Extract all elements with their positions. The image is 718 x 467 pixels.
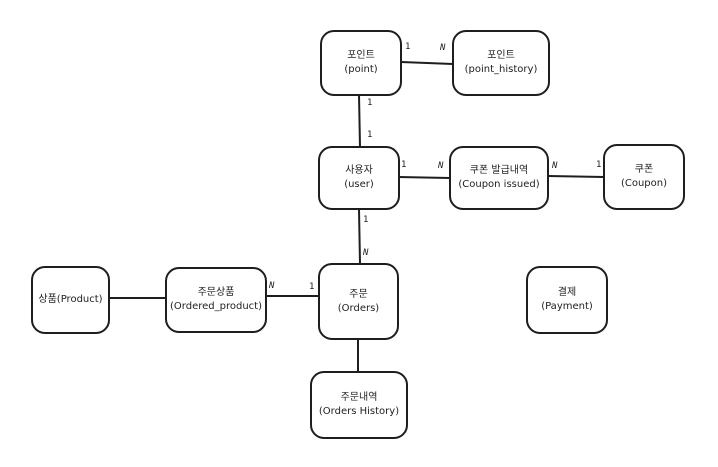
entity-point-history-subtitle: (point_history) bbox=[464, 64, 538, 75]
entity-orders-history[interactable]: 주문내역 (Orders History) bbox=[310, 371, 408, 439]
cardinality-label: N bbox=[552, 161, 558, 171]
cardinality-label: 1 bbox=[309, 282, 315, 292]
cardinality-label: 1 bbox=[367, 130, 373, 140]
entity-product[interactable]: 상품(Product) bbox=[31, 266, 110, 334]
entity-orders-history-name: 주문내역 bbox=[340, 392, 378, 403]
entity-payment-subtitle: (Payment) bbox=[541, 301, 593, 312]
entity-payment-name: 결제 bbox=[557, 287, 577, 298]
entity-coupon[interactable]: 쿠폰 (Coupon) bbox=[603, 144, 685, 210]
entity-orders-name: 주문 bbox=[349, 288, 368, 300]
edge-coupon-issued-coupon bbox=[547, 175, 605, 178]
cardinality-label: 1 bbox=[401, 160, 407, 170]
entity-orders-subtitle: (Orders) bbox=[337, 302, 380, 314]
entity-payment[interactable]: 결제 (Payment) bbox=[526, 266, 608, 334]
entity-point-history[interactable]: 포인트 (point_history) bbox=[452, 30, 550, 96]
entity-coupon-issued[interactable]: 쿠폰 발급내역 (Coupon issued) bbox=[449, 146, 549, 210]
edge-user-orders bbox=[358, 208, 361, 265]
entity-orders[interactable]: 주문 (Orders) bbox=[318, 263, 399, 340]
entity-ordered-product[interactable]: 주문상품 (Ordered_product) bbox=[165, 267, 267, 333]
entity-point-history-name: 포인트 bbox=[487, 50, 515, 61]
edge-point-user bbox=[358, 94, 361, 148]
entity-point-subtitle: (point) bbox=[344, 64, 378, 75]
entity-orders-history-subtitle: (Orders History) bbox=[318, 406, 400, 417]
entity-user-name: 사용자 bbox=[345, 165, 373, 176]
entity-point-name: 포인트 bbox=[347, 50, 375, 61]
cardinality-label: N bbox=[440, 43, 446, 53]
cardinality-label: 1 bbox=[363, 215, 369, 225]
cardinality-label: 1 bbox=[367, 98, 373, 108]
entity-point[interactable]: 포인트 (point) bbox=[320, 30, 402, 96]
entity-coupon-subtitle: (Coupon) bbox=[620, 178, 668, 189]
cardinality-label: 1 bbox=[596, 160, 602, 170]
entity-ordered-product-name: 주문상품 bbox=[197, 287, 235, 298]
entity-user[interactable]: 사용자 (user) bbox=[318, 146, 400, 210]
entity-user-subtitle: (user) bbox=[344, 179, 374, 190]
entity-coupon-name: 쿠폰 bbox=[634, 164, 654, 175]
edge-user-coupon-issued bbox=[397, 176, 451, 179]
cardinality-label: N bbox=[269, 281, 275, 291]
entity-ordered-product-subtitle: (Ordered_product) bbox=[170, 301, 262, 312]
entity-coupon-issued-name: 쿠폰 발급내역 bbox=[469, 165, 529, 176]
cardinality-label: N bbox=[363, 248, 369, 258]
cardinality-label: N bbox=[438, 161, 444, 171]
entity-product-name: 상품(Product) bbox=[38, 294, 103, 305]
entity-coupon-issued-subtitle: (Coupon issued) bbox=[458, 179, 540, 190]
cardinality-label: 1 bbox=[405, 42, 411, 52]
edge-point-point-history bbox=[400, 61, 454, 65]
